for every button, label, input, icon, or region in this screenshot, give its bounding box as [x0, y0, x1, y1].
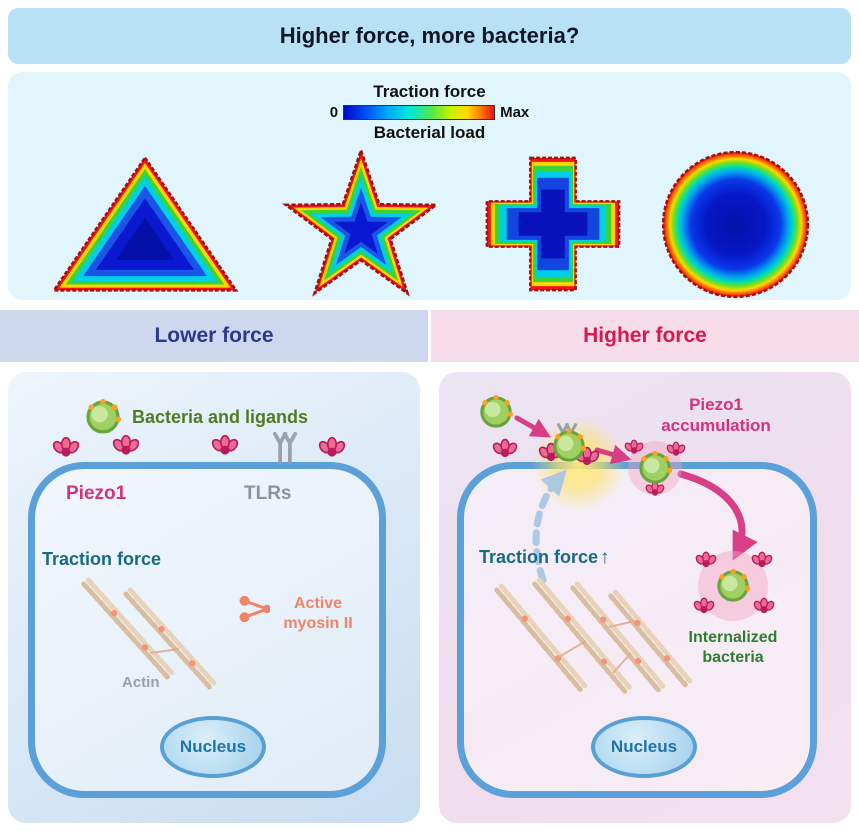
bacteria-ligands-label: Bacteria and ligands [132, 407, 309, 427]
piezo1-icon [492, 438, 518, 458]
piezo1-icon [624, 439, 644, 454]
tlrs-label: TLRs [244, 483, 292, 504]
tlr-icon [556, 423, 578, 450]
tlr-icon [272, 431, 298, 464]
traction-force-label: Traction force↑ [479, 546, 610, 570]
internalized-bacteria-label: Internalized bacteria [688, 629, 778, 666]
header-lower-force-label: Lower force [154, 324, 274, 347]
heatmap-section: Traction force 0 Max Bacterial load [8, 72, 851, 300]
colorbar-gradient [343, 105, 496, 120]
traction-map-triangle [51, 155, 239, 292]
nucleus-label: Nucleus [179, 737, 247, 756]
active-myosin-label: Active myosin II [283, 595, 353, 632]
colorbar-title: Traction force [373, 82, 486, 101]
traction-map-cross [485, 156, 621, 292]
up-arrow-icon: ↑ [600, 547, 610, 568]
bacteria-approach-arrow [514, 415, 552, 438]
title-banner: Higher force, more bacteria? [8, 8, 851, 64]
traction-map-circle [662, 150, 810, 298]
nucleus: Nucleus [591, 716, 697, 778]
piezo1-icon [52, 436, 80, 457]
traction-force-text: Traction force [479, 547, 599, 567]
piezo1-icon [318, 436, 346, 457]
figure-title: Higher force, more bacteria? [279, 23, 580, 48]
piezo1-icon [211, 434, 239, 455]
header-higher-force: Higher force [431, 310, 859, 362]
colorbar-min-label: 0 [329, 104, 339, 121]
traction-force-label: Traction force [42, 549, 162, 569]
nucleus: Nucleus [160, 716, 266, 778]
bacteria-entry-arrow [594, 444, 632, 465]
piezo1-icon [538, 442, 564, 462]
colorbar-subtitle: Bacterial load [373, 123, 486, 142]
traction-map-star [282, 146, 441, 297]
bacteria-icon [480, 394, 514, 428]
higher-force-panel: Piezo1 accumulation Traction force↑ Inte… [439, 372, 851, 823]
piezo1-icon [112, 434, 140, 455]
colorbar-block: Traction force 0 Max Bacterial load [8, 82, 851, 143]
piezo1-label: Piezo1 [66, 483, 127, 504]
header-higher-force-label: Higher force [583, 324, 707, 347]
colorbar-max-label: Max [500, 104, 530, 121]
bacteria-icon [86, 398, 122, 434]
piezo1-icon [666, 441, 686, 456]
nucleus-label: Nucleus [610, 737, 678, 756]
lower-force-panel: Bacteria and ligands Piezo1 TLRs Tractio… [8, 372, 420, 823]
header-lower-force: Lower force [0, 310, 428, 362]
actin-label: Actin [122, 674, 160, 691]
bacteria-icon [553, 428, 587, 462]
piezo1-accumulation-label: Piezo1 accumulation [661, 395, 771, 436]
traction-maps-row [8, 145, 851, 303]
